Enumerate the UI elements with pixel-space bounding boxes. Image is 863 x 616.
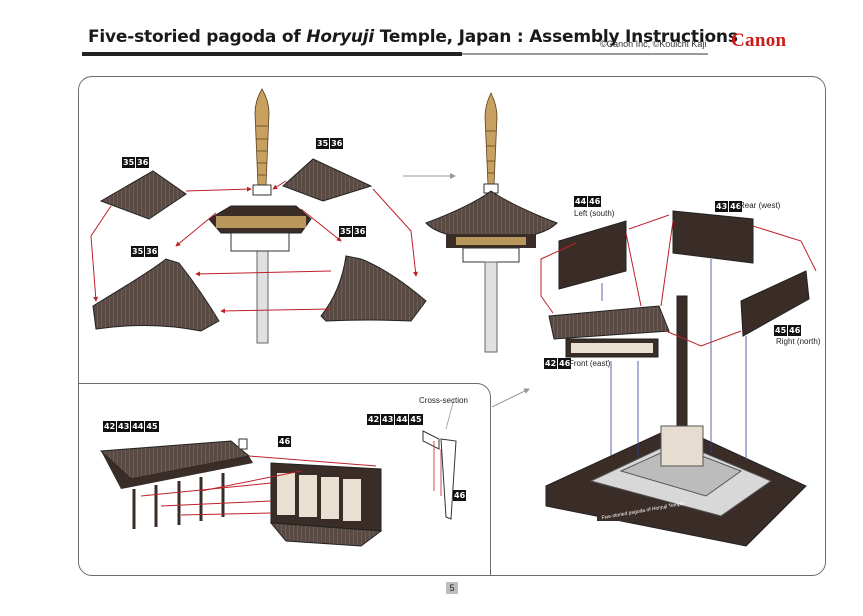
part-tag: 46 (453, 490, 466, 501)
assembly-illustration (79, 77, 825, 575)
label-cross-section: Cross-section (419, 396, 468, 405)
label-rear-west: Rear (west) (739, 201, 780, 210)
label-front-east: Front (east) (569, 359, 610, 368)
title-rule-thin (462, 53, 708, 55)
label-right-north: Right (north) (776, 337, 820, 346)
part-tag: 46 (278, 436, 291, 447)
title-rule (82, 52, 462, 56)
canon-logo: Canon (731, 30, 786, 52)
copyright-text: ©Canon Inc, ©Kouichi Kaji (600, 39, 706, 49)
pagoda-assembled (426, 93, 557, 352)
page-number: 5 (446, 582, 458, 594)
base-exploded (541, 211, 816, 546)
pagoda-exploded (91, 89, 426, 343)
label-left-south: Left (south) (574, 209, 614, 218)
